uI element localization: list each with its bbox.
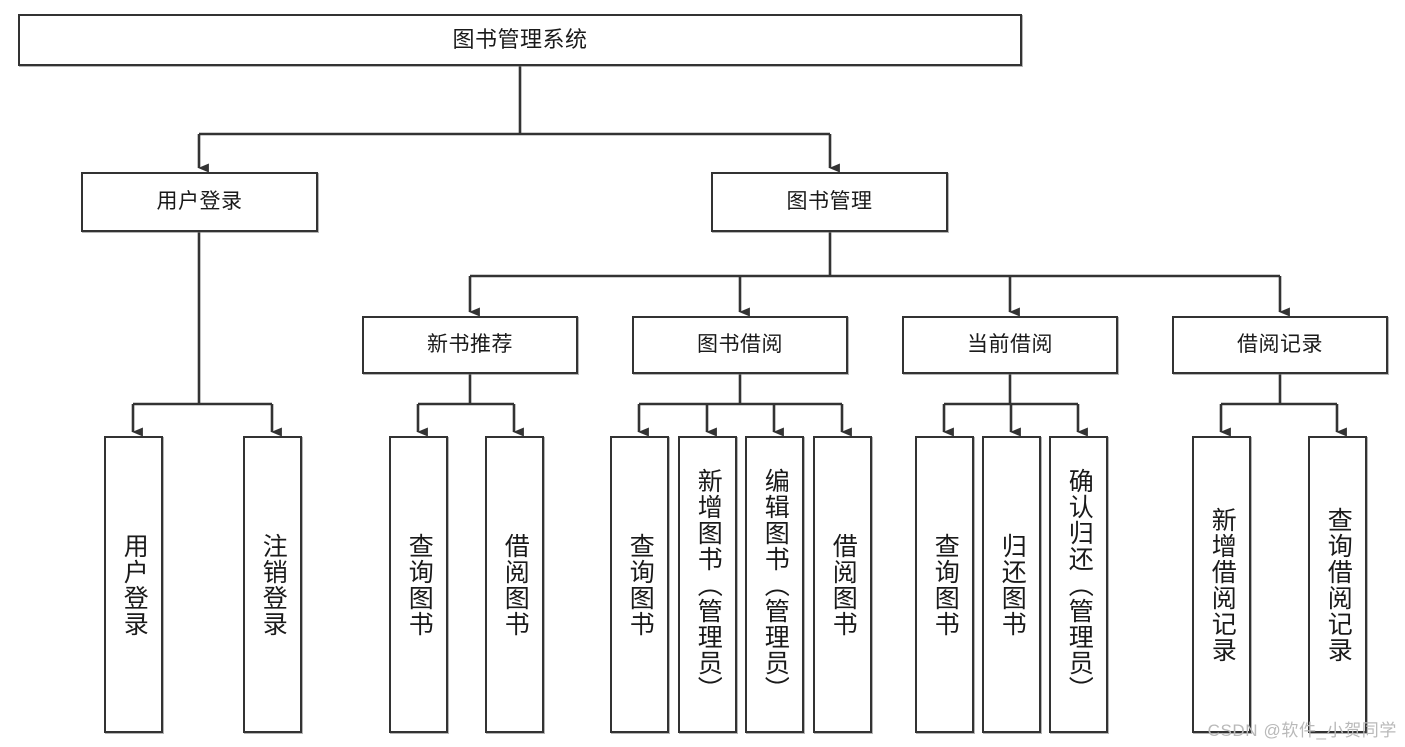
node-label: 新增图书（管理员）	[694, 467, 723, 702]
leaf-book-borrow-edit-book-admin[interactable]: 编辑图书（管理员）	[745, 436, 804, 733]
node-label: 图书管理系统	[452, 27, 588, 53]
leaf-current-borrow-confirm-return-admin[interactable]: 确认归还（管理员）	[1049, 436, 1108, 733]
node-label: 借阅图书	[501, 532, 530, 637]
leaf-borrow-record-add-record[interactable]: 新增借阅记录	[1192, 436, 1251, 733]
leaf-current-borrow-return-book[interactable]: 归还图书	[982, 436, 1041, 733]
node-label: 借阅图书	[829, 532, 858, 637]
node-label: 查询图书	[626, 532, 655, 637]
leaf-book-borrow-query-book[interactable]: 查询图书	[610, 436, 669, 733]
csdn-watermark: CSDN @软件_小贺同学	[1207, 721, 1397, 740]
node-label: 用户登录	[120, 532, 149, 637]
node-label: 用户登录	[156, 189, 243, 213]
node-label: 编辑图书（管理员）	[761, 467, 790, 702]
leaf-user-login-login[interactable]: 用户登录	[104, 436, 163, 733]
node-current-borrow[interactable]: 当前借阅	[902, 316, 1118, 374]
node-book-borrow[interactable]: 图书借阅	[632, 316, 848, 374]
node-label: 查询图书	[405, 532, 434, 637]
leaf-current-borrow-query-book[interactable]: 查询图书	[915, 436, 974, 733]
node-book-management[interactable]: 图书管理	[711, 172, 948, 232]
node-label: 确认归还（管理员）	[1065, 467, 1094, 702]
node-label: 当前借阅	[967, 332, 1053, 356]
node-label: 归还图书	[998, 532, 1027, 637]
leaf-borrow-record-query-record[interactable]: 查询借阅记录	[1308, 436, 1367, 733]
node-root-book-management-system[interactable]: 图书管理系统	[18, 14, 1022, 66]
node-new-book-recommend[interactable]: 新书推荐	[362, 316, 578, 374]
node-label: 查询图书	[931, 532, 960, 637]
leaf-book-borrow-borrow-book[interactable]: 借阅图书	[813, 436, 872, 733]
leaf-new-book-borrow-book[interactable]: 借阅图书	[485, 436, 544, 733]
leaf-new-book-query-book[interactable]: 查询图书	[389, 436, 448, 733]
node-label: 图书借阅	[697, 332, 783, 356]
node-label: 新增借阅记录	[1208, 506, 1237, 663]
node-label: 查询借阅记录	[1324, 506, 1353, 663]
leaf-user-login-logout[interactable]: 注销登录	[243, 436, 302, 733]
node-label: 新书推荐	[427, 332, 513, 356]
node-borrow-record[interactable]: 借阅记录	[1172, 316, 1388, 374]
node-user-login[interactable]: 用户登录	[81, 172, 318, 232]
node-label: 借阅记录	[1237, 332, 1323, 356]
node-label: 图书管理	[786, 189, 873, 213]
leaf-book-borrow-add-book-admin[interactable]: 新增图书（管理员）	[678, 436, 737, 733]
node-label: 注销登录	[259, 532, 288, 637]
